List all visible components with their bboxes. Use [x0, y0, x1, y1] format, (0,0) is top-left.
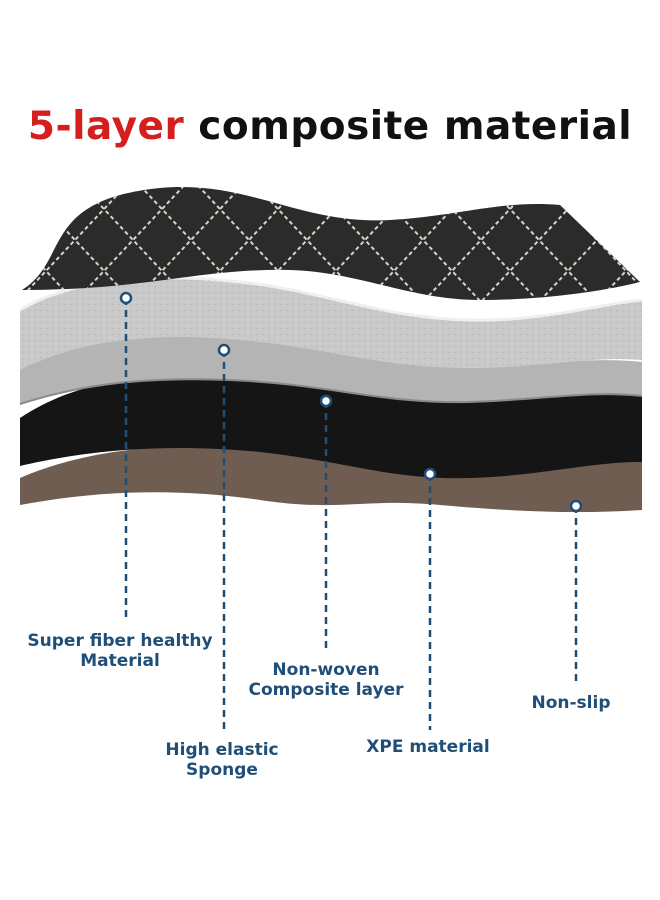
label-non-slip-line1: Non-slip [531, 693, 611, 713]
stitch-line [463, 187, 615, 300]
label-xpe: XPE material [366, 737, 489, 757]
callout-super-fiber [119, 291, 133, 622]
label-non-woven: Non-woven Composite layer [248, 660, 403, 700]
stitch-line [405, 187, 557, 300]
title-rest: composite material [184, 104, 633, 149]
callout-xpe [423, 467, 437, 730]
label-non-woven-line2: Composite layer [248, 680, 404, 700]
label-super-fiber: Super fiber healthy Material [27, 631, 212, 671]
label-sponge: High elastic Sponge [165, 740, 278, 780]
label-sponge-line2: Sponge [186, 760, 258, 780]
title-accent: 5-layer [27, 104, 185, 149]
non-woven-layer [20, 334, 642, 404]
label-sponge-line1: High elastic [165, 740, 279, 760]
label-super-fiber-line1: Super fiber healthy [27, 631, 213, 651]
callout-sponge [217, 343, 231, 732]
callout-lines [119, 291, 583, 732]
non-slip-layer [20, 446, 642, 513]
label-non-slip: Non-slip [531, 693, 610, 713]
leather-layer [22, 187, 640, 300]
label-non-woven-line1: Non-woven [272, 660, 380, 680]
stitch-line [22, 187, 35, 300]
stitch-line [22, 187, 35, 300]
callout-non-slip [569, 499, 583, 685]
stitch-line [405, 187, 557, 300]
label-xpe-line1: XPE material [366, 737, 490, 757]
label-super-fiber-line2: Material [80, 651, 160, 671]
diagram-title: 5-layer composite material [0, 104, 660, 149]
callout-non-woven [319, 394, 333, 652]
stitch-line [347, 187, 499, 300]
stitch-line [637, 187, 640, 300]
stitch-line [521, 187, 640, 300]
stitch-line [637, 187, 640, 300]
